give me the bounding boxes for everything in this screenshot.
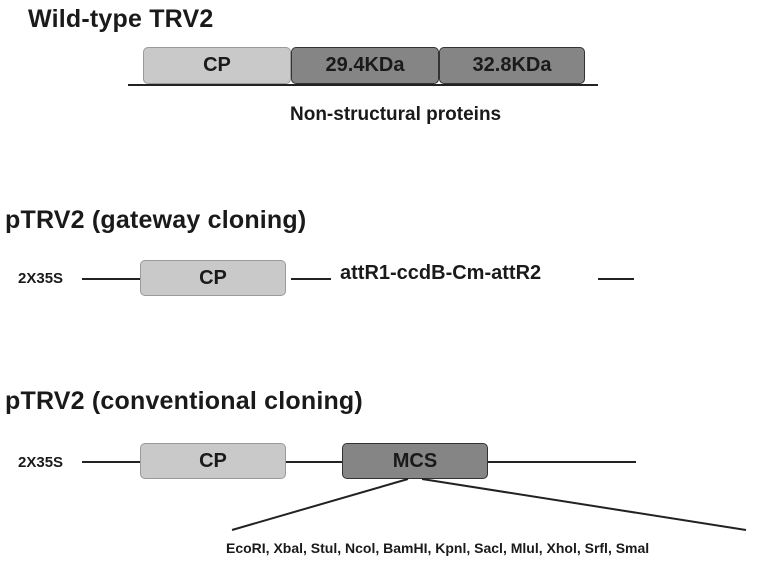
29kda-segment: 29.4KDa [291,47,439,84]
conventional-title: pTRV2 (conventional cloning) [5,387,363,415]
gateway-insert: attR1-ccdB-Cm-attR2 [340,262,542,284]
conventional-promoter: 2X35S [18,454,64,471]
32kda-segment: 32.8KDa [439,47,585,84]
gateway-line-mid [291,278,331,280]
mcs-box: MCS [342,443,488,479]
conventional-cp-box: CP [140,443,286,479]
cp-segment: CP [143,47,291,84]
wild-type-baseline [128,84,598,86]
gateway-promoter: 2X35S [18,270,64,287]
gateway-title: pTRV2 (gateway cloning) [5,206,307,234]
gateway-cp-box: CP [140,260,286,296]
wild-type-title: Wild-type TRV2 [28,5,214,33]
gateway-line-left [82,278,140,280]
non-structural-caption: Non-structural proteins [290,104,502,125]
restriction-sites: EcoRI, Xbal, Stul, Ncol, BamHI, Kpnl, Sa… [226,540,650,556]
gateway-line-right [598,278,634,280]
